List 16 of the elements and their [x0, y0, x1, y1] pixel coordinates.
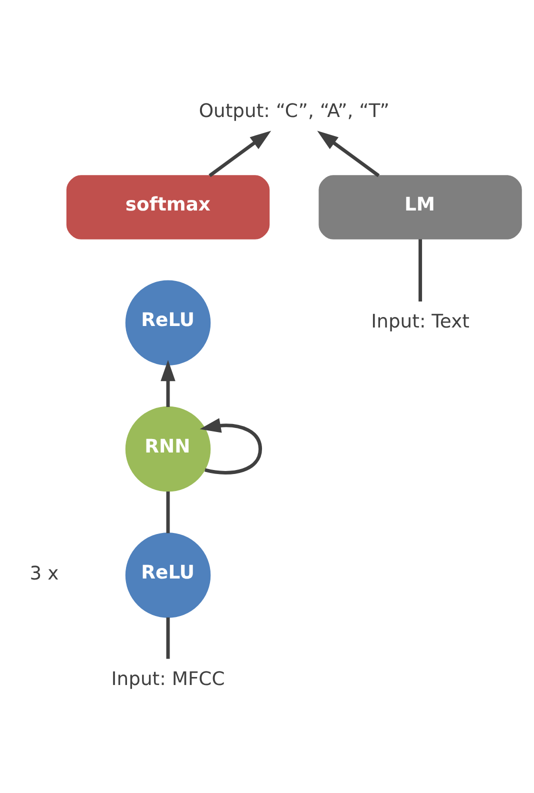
node-box: LM: [318, 175, 522, 240]
node-label: 3 x: [30, 564, 59, 585]
arrow: [208, 130, 272, 178]
node-circle: ReLU: [125, 280, 211, 366]
node-box: softmax: [66, 175, 270, 240]
connector: [166, 617, 170, 659]
node-text: Input: MFCC: [111, 668, 225, 690]
connector: [166, 491, 170, 534]
arrow: [317, 130, 380, 178]
node-text: Input: Text: [371, 311, 470, 332]
arrow: [160, 360, 176, 407]
node-text: Output: “C”, “A”, “T”: [198, 101, 390, 122]
arrow: [200, 418, 262, 474]
connector: [418, 239, 422, 302]
node-circle: ReLU: [125, 532, 211, 618]
node-circle: RNN: [125, 406, 211, 492]
